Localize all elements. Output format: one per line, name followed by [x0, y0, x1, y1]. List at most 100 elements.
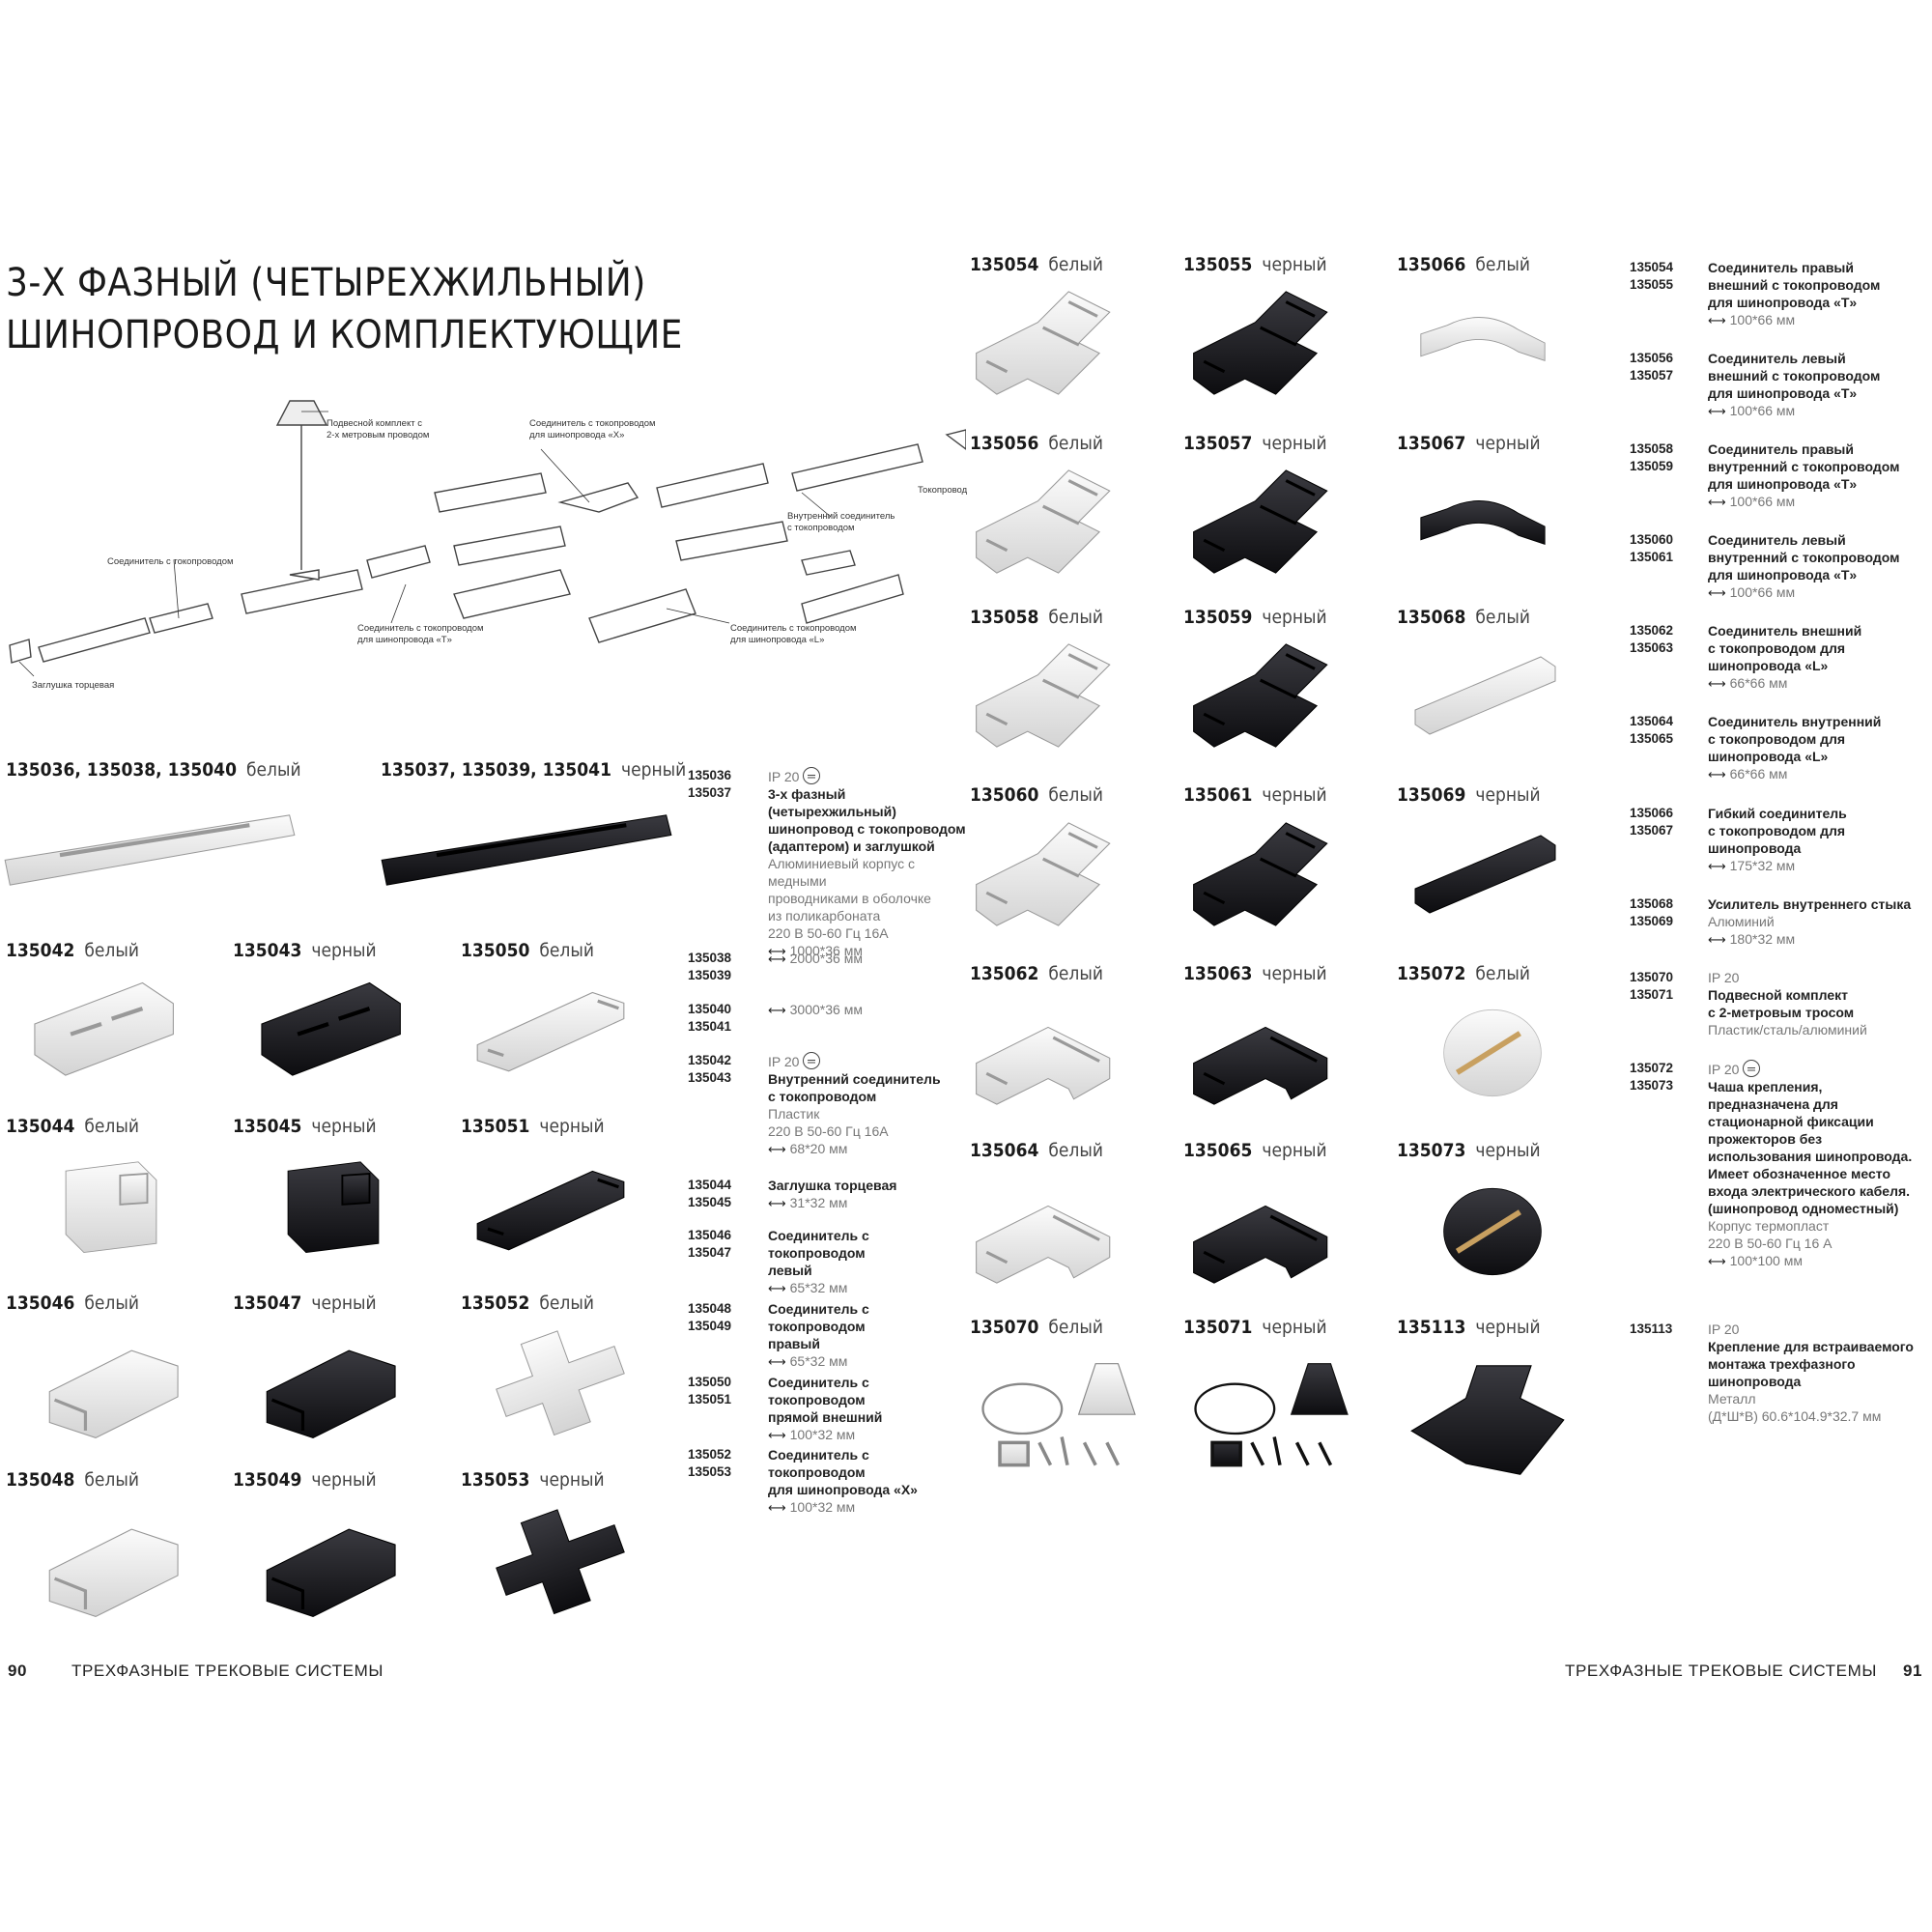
installation-diagram: [9, 400, 966, 677]
mounting-bowl-black-image: [1430, 1174, 1555, 1290]
spec-codes: 135058 135059: [1630, 441, 1674, 473]
spec-codes: 135054 135055: [1630, 260, 1674, 292]
joint-reinforcer-white-image: [1401, 638, 1565, 753]
dimension-arrow-icon: ⟷: [1708, 1254, 1726, 1268]
spec-block: Соединитель внешний с токопроводом для ш…: [1708, 623, 1862, 691]
spec-block: IP 20 Подвесной комплект с 2-метровым тр…: [1708, 970, 1867, 1037]
spec-codes: 135070 135071: [1630, 970, 1674, 1002]
t-connector-left-outer-white-image: [966, 459, 1130, 584]
spec-block: Соединитель левый внутренний с токопрово…: [1708, 532, 1900, 600]
l-connector-outer-black-image: [1183, 990, 1348, 1116]
spec-block: ⟷2000*36 мм: [768, 951, 863, 966]
dimension-arrow-icon: ⟷: [768, 1281, 786, 1295]
spec-codes: 135036 135037: [688, 768, 732, 800]
dimension-arrow-icon: ⟷: [768, 1196, 786, 1210]
end-cap-white-image: [39, 1140, 184, 1265]
spec-block: Соединитель правый внутренний с токопров…: [1708, 441, 1900, 509]
spec-codes: 135050 135051: [688, 1375, 732, 1406]
dimension-arrow-icon: ⟷: [1708, 585, 1726, 600]
spec-block: IP 20 3-х фазный (четырехжильный) шинопр…: [768, 767, 966, 958]
spec-block: IP 20 Чаша крепления, предназначена для …: [1708, 1060, 1913, 1268]
suspension-kit-white-image: [976, 1352, 1159, 1488]
page-number-right: 91: [1903, 1662, 1923, 1680]
dimension-arrow-icon: ⟷: [1708, 932, 1726, 947]
spec-block: Соединитель с токопроводом правый ⟷65*32…: [768, 1301, 869, 1369]
ground-icon: [803, 1052, 821, 1069]
dimension-arrow-icon: ⟷: [1708, 495, 1726, 509]
diagram-label-t-connector: Соединитель с токопроводом для шинопрово…: [357, 623, 484, 645]
spec-codes: 135038 135039: [688, 951, 732, 982]
x-connector-black-image: [483, 1497, 638, 1623]
dimension-arrow-icon: ⟷: [1708, 767, 1726, 781]
t-connector-right-outer-white-image: [966, 280, 1130, 406]
dimension-arrow-icon: ⟷: [768, 1003, 786, 1017]
flex-connector-white-image: [1401, 290, 1565, 396]
inner-connector-black-image: [246, 961, 411, 1087]
mounting-bowl-white-image: [1430, 995, 1555, 1111]
spec-block: IP 20 Крепление для встраиваемого монтаж…: [1708, 1321, 1914, 1424]
right-feed-white-image: [29, 1497, 193, 1623]
t-connector-right-outer-black-image: [1183, 280, 1348, 406]
diagram-label-inner-connector: Внутренний соединитель с токопроводом: [787, 511, 895, 533]
spec-codes: 135048 135049: [688, 1301, 732, 1333]
spec-block: Усилитель внутреннего стыка Алюминий ⟷18…: [1708, 896, 1912, 947]
diagram-label-feed: Токопровод: [918, 485, 968, 496]
t-connector-right-inner-black-image: [1183, 633, 1348, 758]
dimension-arrow-icon: ⟷: [1708, 859, 1726, 873]
spec-block: IP 20 Внутренний соединитель с токопрово…: [768, 1052, 941, 1156]
t-connector-left-inner-white-image: [966, 811, 1130, 937]
track-white-image: [0, 787, 299, 913]
dimension-arrow-icon: ⟷: [1708, 676, 1726, 691]
title-line-1: 3-Х ФАЗНЫЙ (ЧЕТЫРЕХЖИЛЬНЫЙ): [6, 261, 646, 305]
l-connector-inner-white-image: [966, 1169, 1130, 1294]
spec-block: Соединитель с токопроводом левый ⟷65*32 …: [768, 1228, 869, 1295]
x-connector-white-image: [483, 1319, 638, 1444]
spec-codes: 135056 135057: [1630, 351, 1674, 383]
dimension-arrow-icon: ⟷: [1708, 404, 1726, 418]
diagram-label-suspension: Подвесной комплект с 2-х метровым провод…: [327, 418, 430, 440]
spec-codes: 135044 135045: [688, 1178, 732, 1209]
straight-connector-white-image: [464, 961, 638, 1087]
spec-codes: 135072 135073: [1630, 1061, 1674, 1093]
dimension-arrow-icon: ⟷: [768, 1500, 786, 1515]
flex-connector-black-image: [1401, 473, 1565, 580]
spec-codes: 135040 135041: [688, 1002, 732, 1034]
t-connector-left-outer-black-image: [1183, 459, 1348, 584]
page-number-left: 90: [8, 1662, 28, 1680]
suspension-kit-black-image: [1188, 1352, 1372, 1488]
spec-codes: 135042 135043: [688, 1053, 732, 1085]
dimension-arrow-icon: ⟷: [768, 1354, 786, 1369]
spec-block: Соединитель левый внешний с токопроводом…: [1708, 351, 1881, 418]
dimension-arrow-icon: ⟷: [768, 944, 786, 958]
recessed-bracket-image: [1401, 1352, 1575, 1488]
dimension-arrow-icon: ⟷: [1708, 313, 1726, 327]
spec-codes: 135046 135047: [688, 1228, 732, 1260]
diagram-label-connector: Соединитель с токопроводом: [107, 556, 234, 567]
left-feed-white-image: [29, 1319, 193, 1444]
straight-connector-black-image: [464, 1140, 638, 1265]
